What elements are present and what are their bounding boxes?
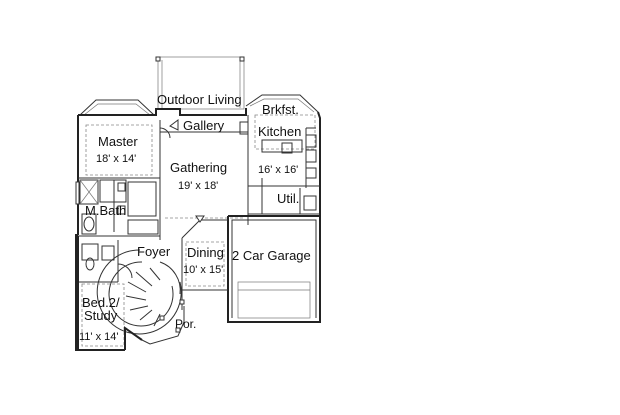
master-bay-window bbox=[79, 99, 155, 116]
bed2-label-line2: Study bbox=[84, 308, 118, 323]
master-label: Master bbox=[98, 134, 138, 149]
garage-label: 2 Car Garage bbox=[232, 248, 311, 263]
breakfast-bay-window bbox=[245, 94, 319, 113]
gathering-area bbox=[160, 115, 249, 225]
porch-label: Por. bbox=[175, 317, 197, 331]
garage-structure bbox=[227, 215, 321, 323]
gathering-label: Gathering bbox=[170, 160, 228, 175]
master-suite bbox=[78, 120, 171, 240]
outdoor-living-patio bbox=[155, 56, 245, 110]
gathering-size: 19' x 18' bbox=[178, 180, 219, 192]
master-bath bbox=[78, 179, 160, 237]
kitchen-size: 16' x 16' bbox=[258, 164, 299, 176]
bed2-size: 11' x 14' bbox=[79, 331, 119, 343]
gallery-label: Gallery bbox=[183, 118, 225, 133]
dining-size: 10' x 15' bbox=[183, 264, 224, 276]
exterior-walls bbox=[75, 108, 321, 351]
left-exterior-wall-detail bbox=[75, 181, 80, 350]
foyer-label: Foyer bbox=[137, 244, 171, 259]
bed2-label-line1: Bed.2/ bbox=[82, 295, 120, 310]
bed2-study bbox=[78, 240, 143, 350]
outdoor-living-label: Outdoor Living bbox=[157, 92, 242, 107]
kitchen-area bbox=[248, 114, 320, 215]
dining-area bbox=[181, 215, 228, 291]
foyer-staircase bbox=[96, 249, 183, 335]
master-size: 18' x 14' bbox=[96, 153, 137, 165]
kitchen-label: Kitchen bbox=[258, 124, 302, 139]
util-label: Util. bbox=[277, 191, 300, 206]
porch bbox=[141, 299, 185, 345]
mbath-label: M.Bath bbox=[85, 203, 127, 218]
dining-label: Dining bbox=[187, 245, 224, 260]
brkfst-label: Brkfst. bbox=[262, 102, 299, 117]
